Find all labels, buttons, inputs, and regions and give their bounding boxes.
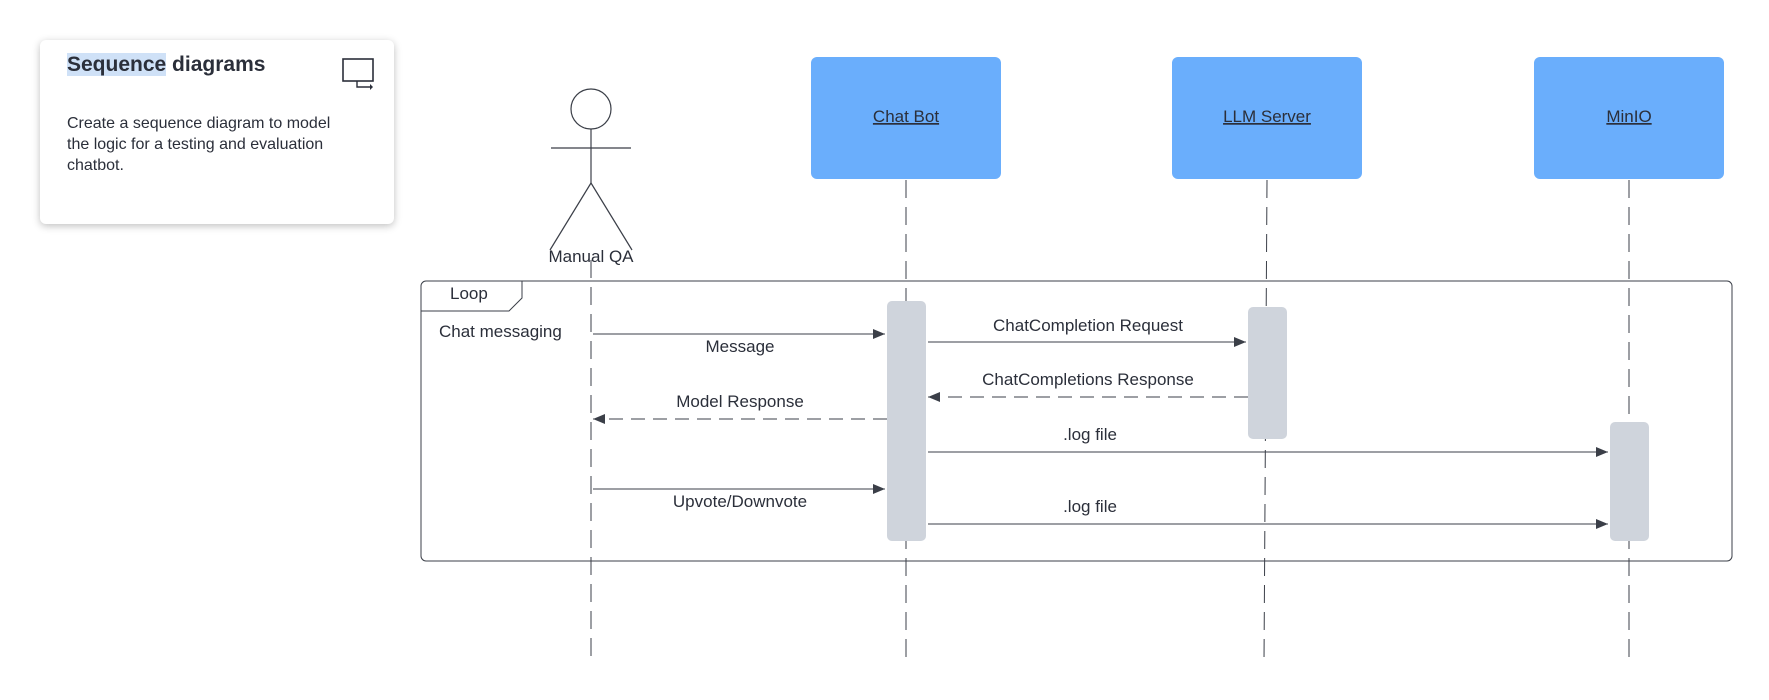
loop-fragment[interactable] bbox=[420, 280, 1733, 562]
activation-minio bbox=[1610, 422, 1649, 541]
actor-manual-qa[interactable] bbox=[549, 88, 633, 251]
participant-llm-server[interactable]: LLM Server bbox=[1172, 57, 1362, 179]
message-label-log-file-1: .log file bbox=[1063, 425, 1117, 444]
participant-label-llm-server: LLM Server bbox=[1223, 107, 1311, 126]
card-title-rest: diagrams bbox=[166, 53, 266, 76]
activation-llm-server bbox=[1248, 307, 1287, 439]
participant-label-chat-bot: Chat Bot bbox=[873, 107, 939, 126]
loop-label: Loop bbox=[450, 284, 488, 303]
card-title: Sequence diagrams bbox=[67, 53, 265, 77]
actor-label: Manual QA bbox=[548, 247, 634, 266]
info-card: Sequence diagrams Create a sequence diag… bbox=[40, 40, 394, 224]
message-label-log-file-2: .log file bbox=[1063, 497, 1117, 516]
message-label-chatcompletion-request: ChatCompletion Request bbox=[993, 316, 1183, 335]
message-label-model-response: Model Response bbox=[676, 392, 804, 411]
participant-label-minio: MinIO bbox=[1606, 107, 1651, 126]
participant-minio[interactable]: MinIO bbox=[1534, 57, 1724, 179]
card-title-highlight: Sequence bbox=[67, 53, 167, 76]
card-description: Create a sequence diagram to model the l… bbox=[67, 115, 331, 174]
message-label-chatcompletions-response: ChatCompletions Response bbox=[982, 370, 1194, 389]
message-label-message: Message bbox=[706, 337, 775, 356]
activation-chat-bot bbox=[887, 301, 926, 541]
sequence-diagram-icon[interactable] bbox=[342, 57, 376, 91]
loop-tag bbox=[421, 281, 523, 312]
participant-chat-bot[interactable]: Chat Bot bbox=[811, 57, 1001, 179]
message-label-upvote-downvote: Upvote/Downvote bbox=[673, 492, 807, 511]
loop-guard: Chat messaging bbox=[439, 322, 562, 341]
